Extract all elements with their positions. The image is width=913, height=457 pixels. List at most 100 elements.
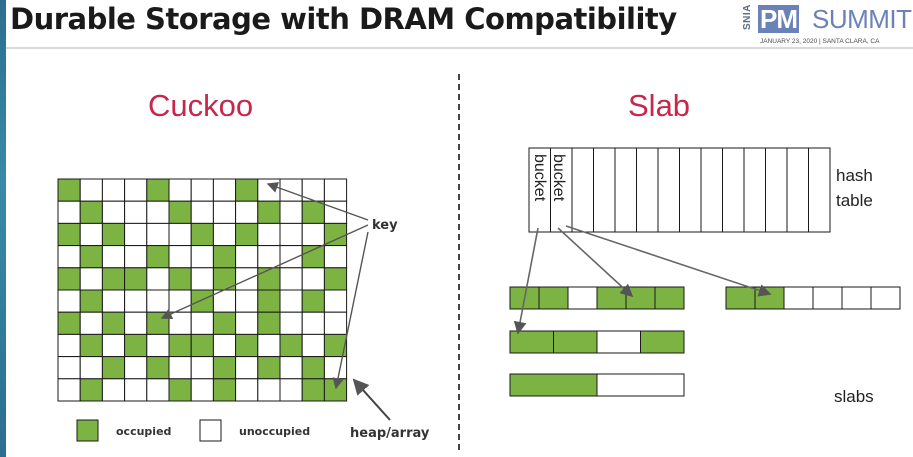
unoccupied-cell xyxy=(301,311,325,335)
logo-pm-mark: PM xyxy=(758,4,799,34)
occupied-cell xyxy=(124,333,148,358)
slab-slot-used xyxy=(640,330,685,354)
unoccupied-cell xyxy=(279,378,303,402)
unoccupied-cell xyxy=(146,378,170,402)
occupied-cell xyxy=(301,356,325,380)
hash-bucket xyxy=(657,147,680,233)
unoccupied-cell xyxy=(124,178,148,202)
unoccupied-cell xyxy=(146,333,170,358)
slab-slot-used xyxy=(625,286,656,310)
unoccupied-cell xyxy=(168,356,192,380)
slab-slot-free xyxy=(870,286,901,310)
heap-array-label: heap/array xyxy=(350,426,430,441)
unoccupied-cell xyxy=(57,289,81,313)
key-label: key xyxy=(372,218,398,233)
unoccupied-cell xyxy=(101,245,126,269)
bucket-label-1: bucket xyxy=(531,154,548,202)
unoccupied-cell xyxy=(79,311,103,335)
unoccupied-cell xyxy=(57,245,81,269)
unoccupied-cell xyxy=(279,222,303,247)
unoccupied-cell xyxy=(279,200,303,224)
slab-arrows xyxy=(513,225,772,335)
occupied-cell xyxy=(190,222,214,247)
hash-bucket xyxy=(765,147,788,233)
occupied-cell xyxy=(101,356,126,380)
slab-slot-free xyxy=(567,286,598,310)
unoccupied-cell xyxy=(235,311,259,335)
occupied-cell xyxy=(257,289,281,313)
cuckoo-arrows xyxy=(160,182,391,421)
unoccupied-cell xyxy=(101,333,126,358)
hash-bucket xyxy=(571,147,594,233)
occupied-cell xyxy=(257,267,281,291)
occupied-cell xyxy=(301,200,325,224)
unoccupied-cell xyxy=(257,333,281,358)
occupied-cell xyxy=(235,333,259,358)
unoccupied-cell xyxy=(235,200,259,224)
slab-slot-free xyxy=(596,373,685,397)
occupied-cell xyxy=(212,356,237,380)
unoccupied-cell xyxy=(212,200,237,224)
occupied-cell xyxy=(257,200,281,224)
occupied-cell xyxy=(101,267,126,291)
occupied-cell xyxy=(323,378,348,402)
unoccupied-cell xyxy=(124,311,148,335)
unoccupied-cell xyxy=(101,378,126,402)
occupied-cell xyxy=(257,356,281,380)
occupied-cell xyxy=(168,200,192,224)
unoccupied-cell xyxy=(323,200,348,224)
occupied-cell xyxy=(146,311,170,335)
unoccupied-cell xyxy=(323,311,348,335)
hash-bucket xyxy=(808,147,831,233)
unoccupied-cell xyxy=(79,267,103,291)
slab-rows xyxy=(509,286,901,397)
unoccupied-cell xyxy=(257,222,281,247)
unoccupied-cell xyxy=(79,178,103,202)
unoccupied-cell xyxy=(190,245,214,269)
unoccupied-cell xyxy=(146,200,170,224)
slab-heading: Slab xyxy=(628,88,691,123)
unoccupied-cell xyxy=(124,245,148,269)
hash-bucket xyxy=(679,147,702,233)
occupied-cell xyxy=(57,178,81,202)
unoccupied-cell xyxy=(235,356,259,380)
unoccupied-cell xyxy=(101,200,126,224)
unoccupied-cell xyxy=(235,378,259,402)
occupied-cell xyxy=(212,311,237,335)
unoccupied-cell xyxy=(146,267,170,291)
unoccupied-cell xyxy=(190,311,214,335)
slide-edge-strip xyxy=(0,0,6,457)
unoccupied-cell xyxy=(279,267,303,291)
legend-occupied-swatch xyxy=(76,419,99,442)
section-divider xyxy=(458,74,460,450)
unoccupied-cell xyxy=(279,356,303,380)
slab-hash-table xyxy=(528,147,831,233)
hash-bucket xyxy=(636,147,659,233)
unoccupied-cell xyxy=(212,178,237,202)
occupied-cell xyxy=(212,378,237,402)
slab-slot-used xyxy=(654,286,685,310)
unoccupied-cell xyxy=(190,356,214,380)
hash-bucket xyxy=(700,147,723,233)
bucket-label-2: bucket xyxy=(550,154,567,202)
occupied-cell xyxy=(212,245,237,269)
unoccupied-cell xyxy=(168,245,192,269)
occupied-cell xyxy=(146,245,170,269)
occupied-cell xyxy=(79,200,103,224)
unoccupied-cell xyxy=(235,245,259,269)
unoccupied-cell xyxy=(190,378,214,402)
slab-slot-used xyxy=(509,330,554,354)
unoccupied-cell xyxy=(168,289,192,313)
occupied-cell xyxy=(57,267,81,291)
hash-bucket xyxy=(593,147,616,233)
unoccupied-cell xyxy=(257,178,281,202)
occupied-cell xyxy=(235,178,259,202)
title-divider xyxy=(6,47,913,49)
slab-slot-used xyxy=(509,373,598,397)
occupied-cell xyxy=(190,289,214,313)
slabs-label: slabs xyxy=(834,387,874,406)
legend-unoccupied-label: unoccupied xyxy=(239,425,310,438)
slab-slot-free xyxy=(841,286,872,310)
logo-summit-text: SUMMIT xyxy=(812,4,912,34)
